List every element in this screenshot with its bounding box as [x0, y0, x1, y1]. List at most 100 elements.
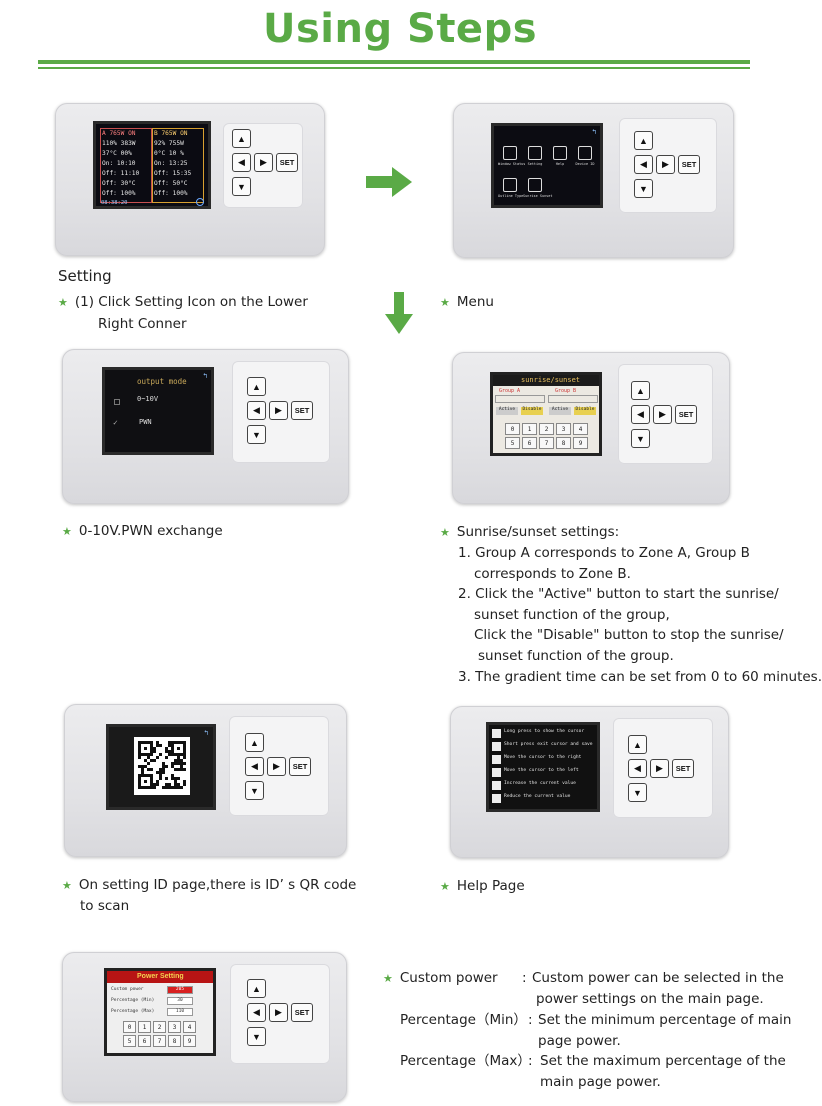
left-button[interactable]: ◀ [631, 405, 650, 424]
left-button[interactable]: ◀ [245, 757, 264, 776]
qr-module [171, 774, 174, 777]
menu-item-icon[interactable] [528, 146, 542, 160]
qr-module [162, 765, 165, 768]
down-button[interactable]: ▼ [634, 179, 653, 198]
qr-module [141, 771, 144, 774]
option-radio[interactable] [114, 399, 120, 405]
digit-key[interactable]: 9 [573, 437, 588, 449]
up-button[interactable]: ▲ [631, 381, 650, 400]
right-button[interactable]: ▶ [269, 1003, 288, 1022]
power-field-value[interactable]: 30 [167, 997, 193, 1005]
up-button[interactable]: ▲ [634, 131, 653, 150]
controller-panel-qr: ↰ ▲ ◀ ▶ SET ▼ [64, 704, 347, 857]
qr-module [168, 744, 171, 747]
digit-key[interactable]: 0 [505, 423, 520, 435]
digit-key[interactable]: 6 [138, 1035, 151, 1047]
qr-module [174, 759, 177, 762]
right-button[interactable]: ▶ [269, 401, 288, 420]
down-button[interactable]: ▼ [247, 1027, 266, 1046]
down-button[interactable]: ▼ [631, 429, 650, 448]
down-button[interactable]: ▼ [247, 425, 266, 444]
digit-key[interactable]: 1 [522, 423, 537, 435]
qr-module [150, 750, 153, 753]
qr-module [141, 741, 144, 744]
right-button[interactable]: ▶ [656, 155, 675, 174]
digit-key[interactable]: 4 [573, 423, 588, 435]
menu-item-icon[interactable] [528, 178, 542, 192]
menu-item-icon[interactable] [503, 146, 517, 160]
qr-module [141, 765, 144, 768]
qr-module [183, 741, 186, 744]
power-row-sep: : [528, 1053, 533, 1069]
digit-key[interactable]: 3 [168, 1021, 181, 1033]
digit-key[interactable]: 6 [522, 437, 537, 449]
qr-module [177, 756, 180, 759]
up-button[interactable]: ▲ [628, 735, 647, 754]
down-button[interactable]: ▼ [245, 781, 264, 800]
sunrise-line: Click the "Disable" button to stop the s… [474, 627, 784, 643]
help-row-text: Long press to show the cursor [504, 729, 585, 734]
sunrise-line: sunset function of the group, [474, 607, 670, 623]
digit-key[interactable]: 9 [183, 1035, 196, 1047]
digit-key[interactable]: 5 [123, 1035, 136, 1047]
option-pwn[interactable]: PWN [139, 418, 152, 426]
set-button[interactable]: SET [675, 405, 697, 424]
menu-item-icon[interactable] [503, 178, 517, 192]
right-button[interactable]: ▶ [267, 757, 286, 776]
menu-item-icon[interactable] [553, 146, 567, 160]
down-button[interactable]: ▼ [628, 783, 647, 802]
disable-button-b[interactable]: Disable [574, 407, 596, 415]
up-button[interactable]: ▲ [247, 377, 266, 396]
left-button[interactable]: ◀ [247, 1003, 266, 1022]
digit-key[interactable]: 2 [539, 423, 554, 435]
right-button[interactable]: ▶ [254, 153, 273, 172]
right-button[interactable]: ▶ [653, 405, 672, 424]
digit-key[interactable]: 3 [556, 423, 571, 435]
zone-b-line: Off: 50°C [154, 180, 188, 187]
right-button[interactable]: ▶ [650, 759, 669, 778]
digit-key[interactable]: 7 [539, 437, 554, 449]
digit-key[interactable]: 5 [505, 437, 520, 449]
left-button[interactable]: ◀ [634, 155, 653, 174]
down-button[interactable]: ▼ [232, 177, 251, 196]
menu-item-icon[interactable] [578, 146, 592, 160]
left-button[interactable]: ◀ [247, 401, 266, 420]
set-button[interactable]: SET [276, 153, 298, 172]
qr-module [162, 762, 165, 765]
qr-module [174, 768, 177, 771]
qr-module [147, 786, 150, 789]
left-button[interactable]: ◀ [232, 153, 251, 172]
digit-key[interactable]: 4 [183, 1021, 196, 1033]
option-0-10v[interactable]: 0~10V [137, 395, 159, 403]
digit-key[interactable]: 0 [123, 1021, 136, 1033]
digit-key[interactable]: 8 [168, 1035, 181, 1047]
digit-key[interactable]: 7 [153, 1035, 166, 1047]
set-button[interactable]: SET [672, 759, 694, 778]
qr-module [177, 747, 180, 750]
active-button-a[interactable]: Active [496, 407, 518, 415]
up-button[interactable]: ▲ [245, 733, 264, 752]
qr-module [138, 747, 141, 750]
power-field-value[interactable]: 205 [167, 986, 193, 994]
menu-caption: ★Menu [440, 294, 494, 310]
digit-key[interactable]: 2 [153, 1021, 166, 1033]
qr-module [156, 756, 159, 759]
digit-key[interactable]: 1 [138, 1021, 151, 1033]
settings-icon[interactable] [196, 198, 204, 206]
qr-module [138, 756, 141, 759]
left-button[interactable]: ◀ [628, 759, 647, 778]
digit-key[interactable]: 8 [556, 437, 571, 449]
qr-module [165, 750, 168, 753]
disable-button-a[interactable]: Disable [521, 407, 543, 415]
set-button[interactable]: SET [289, 757, 311, 776]
set-button[interactable]: SET [678, 155, 700, 174]
sunrise-line: 2. Click the "Active" button to start th… [458, 586, 779, 602]
set-button[interactable]: SET [291, 401, 313, 420]
set-button[interactable]: SET [291, 1003, 313, 1022]
up-button[interactable]: ▲ [247, 979, 266, 998]
active-button-b[interactable]: Active [549, 407, 571, 415]
power-row-desc: Set the minimum percentage of main [538, 1012, 792, 1028]
up-button[interactable]: ▲ [232, 129, 251, 148]
power-field-value[interactable]: 110 [167, 1008, 193, 1016]
